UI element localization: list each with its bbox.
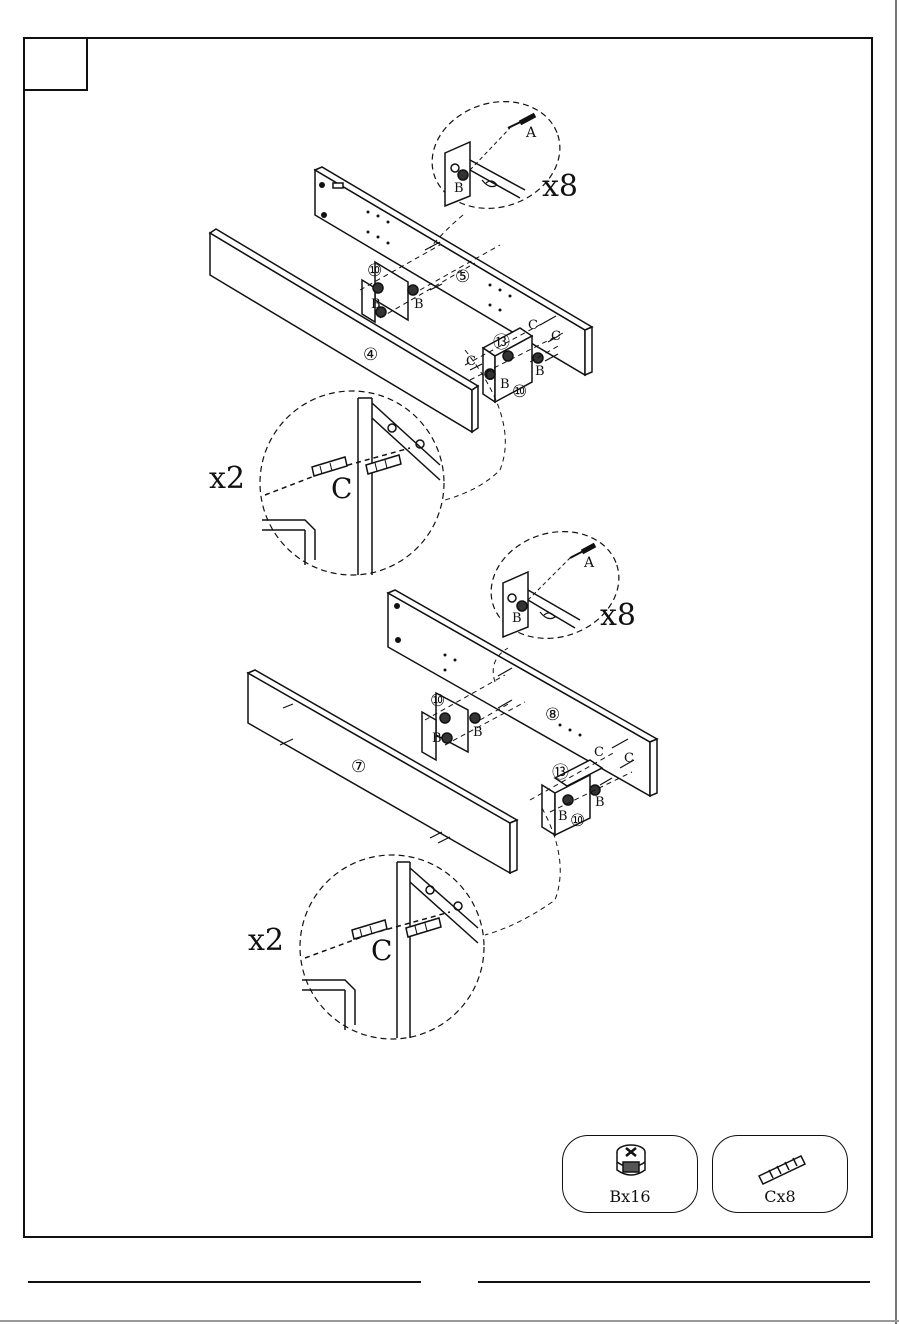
- multiplier-x2-top: x2: [209, 461, 245, 496]
- page-edge-right: [895, 0, 897, 1324]
- label-part-10-d: ⑩: [570, 811, 585, 831]
- footer-rule-right: [478, 1281, 870, 1283]
- label-C-bottom-1: C: [594, 745, 604, 760]
- bottom-assembly: [248, 515, 657, 1039]
- label-C-top-3: C: [466, 354, 476, 369]
- label-B-top-4: B: [535, 364, 545, 379]
- footer-rule-left: [28, 1281, 421, 1283]
- label-B-detail-bottom: B: [512, 611, 522, 626]
- multiplier-x2-bottom: x2: [248, 923, 284, 958]
- label-C-dowel-top: C: [331, 472, 352, 505]
- label-A-bottom: A: [583, 555, 595, 571]
- multiplier-x8-top: x8: [542, 169, 578, 204]
- label-part-10-c: ⑩: [430, 691, 445, 711]
- part-card-dowel: Cx8: [712, 1135, 848, 1213]
- cam-lock-icon: [563, 1140, 699, 1188]
- multiplier-x8-bottom: x8: [600, 598, 636, 633]
- label-part-4: ④: [363, 345, 378, 365]
- label-part-10-b: ⑩: [512, 382, 527, 402]
- label-B-bottom-3: B: [595, 795, 605, 810]
- label-B-top-2: B: [414, 297, 424, 312]
- label-C-top-2: C: [551, 329, 561, 344]
- label-A-top: A: [525, 125, 537, 141]
- label-part-10-a: ⑩: [367, 261, 382, 281]
- label-part-13-a: ⑬: [493, 333, 510, 353]
- panel-7: [248, 670, 517, 873]
- label-part-5: ⑤: [455, 267, 470, 287]
- label-B-bottom-4: B: [558, 809, 568, 824]
- bottom-detail-ellipse: [477, 515, 633, 654]
- label-B-bottom-1: B: [432, 731, 442, 746]
- label-C-top-4: C: [485, 369, 495, 384]
- part-caption-b: Bx16: [563, 1187, 697, 1206]
- label-C-dowel-bottom: C: [371, 934, 392, 967]
- label-B-top-3: B: [500, 377, 510, 392]
- label-part-13-b: ⑬: [552, 763, 569, 783]
- label-B-bottom-2: B: [473, 725, 483, 740]
- label-B-detail-top: B: [454, 181, 464, 196]
- label-part-7: ⑦: [351, 757, 366, 777]
- label-C-bottom-2: C: [624, 751, 634, 766]
- dowel-icon: [713, 1140, 849, 1188]
- label-C-top-1: C: [528, 318, 538, 333]
- label-B-top-1: B: [371, 297, 381, 312]
- part-caption-c: Cx8: [713, 1187, 847, 1206]
- part-card-cam-lock: Bx16: [562, 1135, 698, 1213]
- label-part-8: ⑧: [545, 705, 560, 725]
- page-edge-bottom: [0, 1320, 899, 1322]
